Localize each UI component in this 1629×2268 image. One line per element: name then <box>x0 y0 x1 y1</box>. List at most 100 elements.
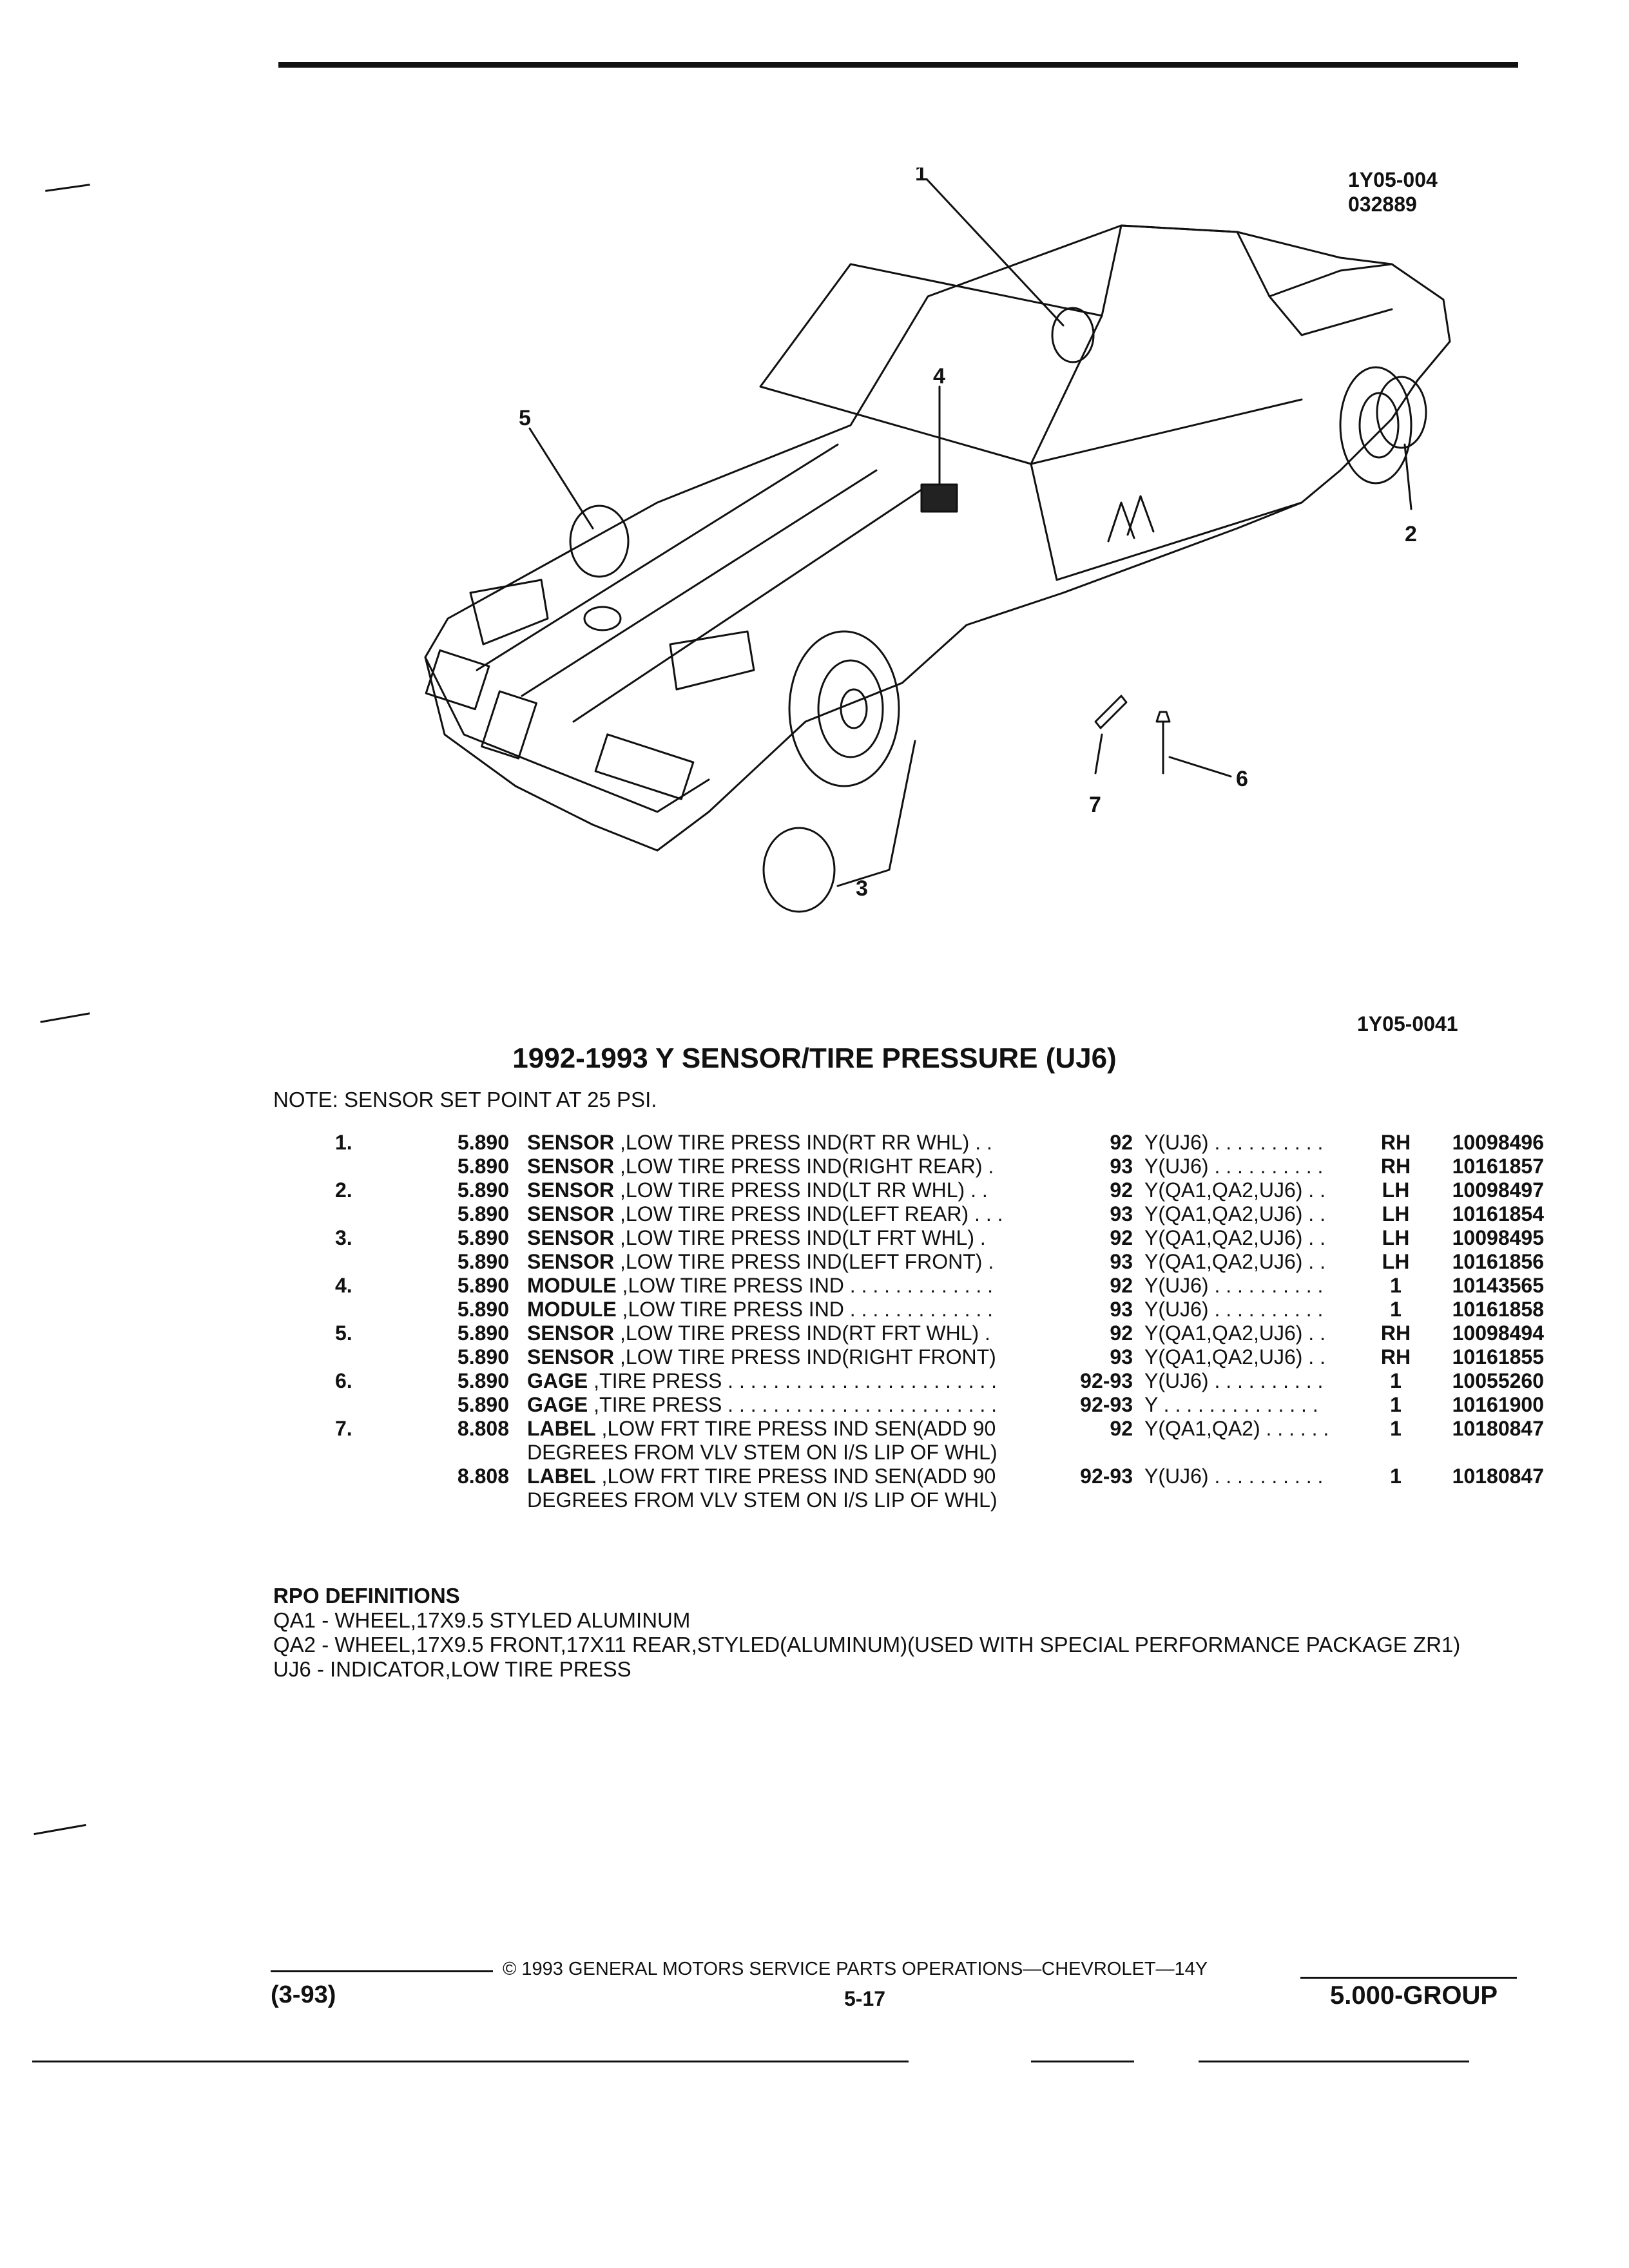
tire-pressure-module <box>920 483 958 513</box>
model-year: 92 <box>1110 1178 1133 1202</box>
rear-wheel <box>1339 366 1412 485</box>
footer-copyright: © 1993 GENERAL MOTORS SERVICE PARTS OPER… <box>503 1959 1208 1979</box>
callout-5: 5 <box>519 406 531 430</box>
front-wheel <box>788 630 900 787</box>
part-name: GAGE <box>527 1393 588 1416</box>
margin-mark <box>40 1012 90 1023</box>
item-number <box>303 1155 425 1178</box>
part-detail: ,TIRE PRESS . . . . . . . . . . . . . . … <box>588 1393 998 1416</box>
model-year: 93 <box>1110 1250 1133 1273</box>
tire-gage <box>1155 711 1171 774</box>
item-number: 4. <box>335 1274 352 1297</box>
usage: Y(QA1,QA2) . . . . . . <box>1144 1417 1329 1440</box>
parts-row: 5.890 GAGE ,TIRE PRESS . . . . . . . . . … <box>303 1393 1544 1417</box>
model-year: 93 <box>1110 1345 1133 1369</box>
part-name: SENSOR <box>527 1202 615 1225</box>
part-name: LABEL <box>527 1465 596 1488</box>
rpo-definitions: RPO DEFINITIONS QA1 - WHEEL,17X9.5 STYLE… <box>273 1584 1517 1682</box>
rpo-line: UJ6 - INDICATOR,LOW TIRE PRESS <box>273 1657 631 1681</box>
callout-2: 2 <box>1405 522 1417 546</box>
part-description: SENSOR ,LOW TIRE PRESS IND(RT RR WHL) . … <box>527 1131 1068 1155</box>
part-name: GAGE <box>527 1369 588 1392</box>
usage: Y . . . . . . . . . . . . . . <box>1144 1393 1318 1416</box>
part-name: SENSOR <box>527 1178 615 1202</box>
quantity: RH <box>1380 1321 1411 1345</box>
group-number: 5.890 <box>457 1393 509 1416</box>
part-number: 10055260 <box>1452 1369 1544 1392</box>
quantity: RH <box>1380 1155 1411 1178</box>
emblem <box>583 606 622 631</box>
usage: Y(UJ6) . . . . . . . . . . <box>1144 1131 1324 1154</box>
usage: Y(QA1,QA2,UJ6) . . <box>1144 1345 1325 1369</box>
part-description: SENSOR ,LOW TIRE PRESS IND(LEFT FRONT) . <box>527 1250 1068 1274</box>
part-detail: ,LOW FRT TIRE PRESS IND SEN(ADD 90 DEGRE… <box>527 1465 998 1512</box>
sensor-ring-5 <box>569 505 630 578</box>
quantity: 1 <box>1390 1465 1402 1488</box>
part-number: 10180847 <box>1452 1417 1544 1440</box>
sensor-ring-1 <box>1051 307 1095 363</box>
part-name: SENSOR <box>527 1155 615 1178</box>
part-name: SENSOR <box>527 1131 615 1154</box>
group-number: 5.890 <box>457 1131 509 1154</box>
figure-code-line-2: 032889 <box>1348 193 1417 216</box>
part-number: 10161858 <box>1452 1298 1544 1321</box>
usage: Y(QA1,QA2,UJ6) . . <box>1144 1321 1325 1345</box>
quantity: LH <box>1382 1226 1410 1249</box>
part-description: SENSOR ,LOW TIRE PRESS IND(RIGHT FRONT) <box>527 1345 1068 1369</box>
model-year: 93 <box>1110 1155 1133 1178</box>
part-description: GAGE ,TIRE PRESS . . . . . . . . . . . .… <box>527 1393 1068 1417</box>
part-description: SENSOR ,LOW TIRE PRESS IND(RIGHT REAR) . <box>527 1155 1068 1178</box>
part-detail: ,LOW TIRE PRESS IND . . . . . . . . . . … <box>616 1274 994 1297</box>
part-number: 10161900 <box>1452 1393 1544 1416</box>
model-year: 92 <box>1110 1417 1133 1440</box>
bottom-edge-line <box>1031 2061 1134 2062</box>
part-description: LABEL ,LOW FRT TIRE PRESS IND SEN(ADD 90… <box>527 1465 1068 1512</box>
part-description: SENSOR ,LOW TIRE PRESS IND(RT FRT WHL) . <box>527 1321 1068 1345</box>
part-detail: ,LOW TIRE PRESS IND(LT FRT WHL) . <box>614 1226 986 1249</box>
group-number: 5.890 <box>457 1226 509 1249</box>
quantity: RH <box>1380 1131 1411 1154</box>
part-number: 10098497 <box>1452 1178 1544 1202</box>
callout-3: 3 <box>856 876 868 901</box>
part-number: 10098494 <box>1452 1321 1544 1345</box>
figure-code-line-1: 1Y05-004 <box>1348 168 1438 191</box>
part-description: GAGE ,TIRE PRESS . . . . . . . . . . . .… <box>527 1369 1068 1393</box>
item-number: 1. <box>335 1131 352 1154</box>
part-name: SENSOR <box>527 1321 615 1345</box>
corvette-illustration: 1 2 3 4 5 6 7 <box>424 168 1451 913</box>
group-number: 5.890 <box>457 1369 509 1392</box>
quantity: 1 <box>1390 1274 1402 1297</box>
parts-row: 5.890 SENSOR ,LOW TIRE PRESS IND(RIGHT FR… <box>303 1345 1544 1369</box>
model-year: 93 <box>1110 1298 1133 1321</box>
model-year: 92-93 <box>1080 1393 1133 1416</box>
part-description: SENSOR ,LOW TIRE PRESS IND(LT FRT WHL) . <box>527 1226 1068 1250</box>
usage: Y(UJ6) . . . . . . . . . . <box>1144 1274 1324 1297</box>
group-number: 5.890 <box>457 1274 509 1297</box>
part-name: LABEL <box>527 1417 596 1440</box>
group-number: 5.890 <box>457 1155 509 1178</box>
group-number: 5.890 <box>457 1298 509 1321</box>
item-number <box>303 1393 425 1417</box>
group-number: 5.890 <box>457 1345 509 1369</box>
footer-page-number: 5-17 <box>844 1987 886 2010</box>
model-year: 92 <box>1110 1131 1133 1154</box>
part-description: LABEL ,LOW FRT TIRE PRESS IND SEN(ADD 90… <box>527 1417 1068 1465</box>
item-number <box>303 1465 425 1512</box>
car-body-outline <box>424 224 1451 852</box>
bottom-edge-line <box>32 2061 909 2062</box>
part-name: MODULE <box>527 1274 617 1297</box>
model-year: 92 <box>1110 1226 1133 1249</box>
part-description: SENSOR ,LOW TIRE PRESS IND(LT RR WHL) . … <box>527 1178 1068 1202</box>
top-rule <box>278 62 1518 68</box>
group-number: 5.890 <box>457 1178 509 1202</box>
group-number: 5.890 <box>457 1321 509 1345</box>
parts-row: 4. 5.890 MODULE ,LOW TIRE PRESS IND . . . … <box>303 1274 1544 1298</box>
quantity: LH <box>1382 1202 1410 1225</box>
callout-1: 1 <box>915 168 927 186</box>
usage: Y(UJ6) . . . . . . . . . . <box>1144 1298 1324 1321</box>
